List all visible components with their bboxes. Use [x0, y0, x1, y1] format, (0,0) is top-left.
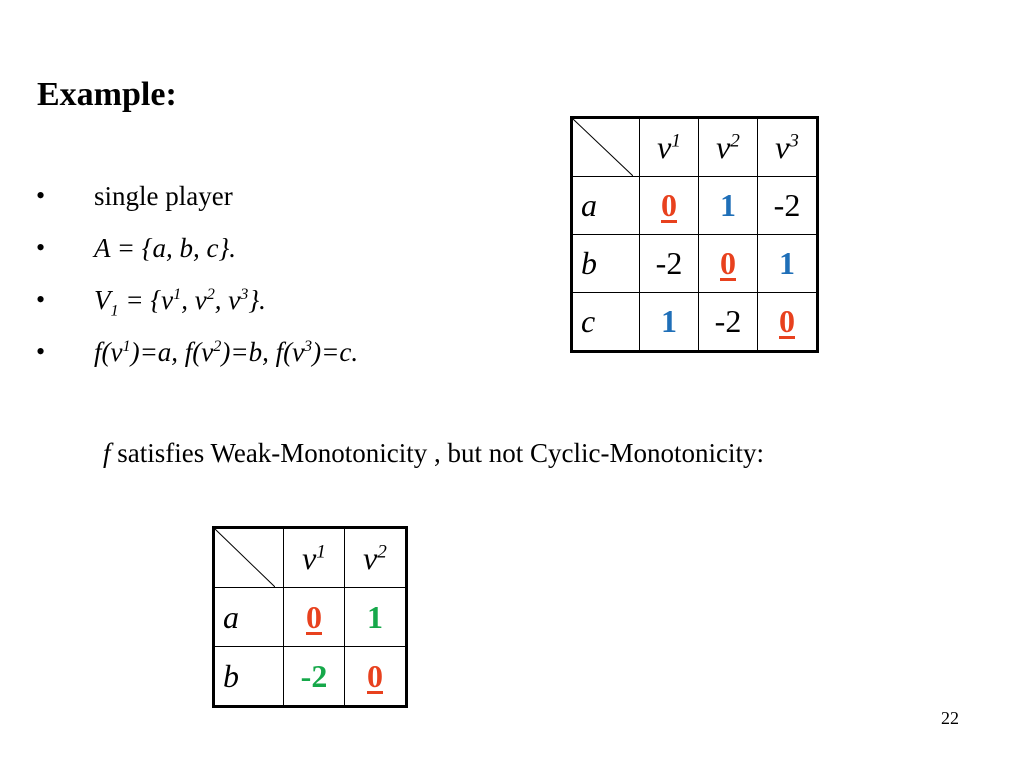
bullet-text: f(v1)=a, f(v2)=b, f(v3)=c.: [94, 332, 358, 372]
column-header: v2: [698, 117, 758, 177]
valuation-table-2x2: v1 v2 a 0 1 b -2 0: [212, 526, 408, 708]
row-label: a: [213, 587, 284, 647]
table-cell: 0: [639, 176, 699, 235]
text-part: )=b, f(v: [221, 337, 305, 367]
bullet-dot: •: [36, 337, 46, 366]
row-label: b: [213, 646, 284, 707]
text-part: )=c.: [312, 337, 359, 367]
bullet-dot: •: [36, 285, 46, 314]
text-part: , v: [214, 285, 241, 315]
bullet-text: V1 = {v1, v2, v3}.: [94, 280, 266, 320]
column-header: v2: [344, 527, 407, 588]
page-number: 22: [941, 708, 959, 728]
table-row: a 0 1 -2: [571, 176, 818, 235]
row-label: b: [571, 234, 640, 293]
table-cell: 0: [283, 587, 345, 647]
slide-title: Example:: [37, 76, 177, 113]
superscript: 1: [173, 285, 182, 303]
monotonicity-statement: f satisfies Weak-Monotonicity , but not …: [103, 438, 764, 469]
v-symbol: V: [94, 285, 111, 315]
table-row: c 1 -2 0: [571, 292, 818, 352]
column-header: v1: [639, 117, 699, 177]
table-cell: 0: [757, 292, 818, 352]
text-part: , v: [181, 285, 207, 315]
table-cell: -2: [639, 234, 699, 293]
table-cell: 0: [344, 646, 407, 707]
text-part: }.: [248, 285, 266, 315]
valuation-table-3x3: v1 v2 v3 a 0 1 -2 b -2 0 1 c 1 -2 0: [570, 116, 819, 353]
table-cell: -2: [757, 176, 818, 235]
bullet-dot: •: [36, 181, 46, 210]
table-cell: 1: [639, 292, 699, 352]
superscript: 1: [122, 337, 131, 355]
table-row: b -2 0: [213, 646, 407, 707]
corner-cell: [213, 527, 284, 588]
function-symbol: f: [103, 438, 111, 468]
statement-text: satisfies Weak-Monotonicity , but not Cy…: [110, 438, 765, 468]
bullet-text: A = {a, b, c}.: [94, 233, 237, 263]
row-label: a: [571, 176, 640, 235]
table-cell: 1: [698, 176, 758, 235]
row-label: c: [571, 292, 640, 352]
text-part: f(v: [94, 337, 123, 367]
table-cell: 0: [698, 234, 758, 293]
table-cell: 1: [344, 587, 407, 647]
text-part: )=a, f(v: [130, 337, 214, 367]
table-cell: 1: [757, 234, 818, 293]
superscript: 3: [240, 285, 249, 303]
corner-cell: [571, 117, 640, 177]
diagonal-line-icon: [573, 119, 633, 176]
text-part: = {v: [118, 285, 174, 315]
table-row: b -2 0 1: [571, 234, 818, 293]
table-cell: -2: [283, 646, 345, 707]
column-header: v3: [757, 117, 818, 177]
v-subscript: 1: [110, 301, 119, 320]
superscript: 2: [213, 337, 222, 355]
table-cell: -2: [698, 292, 758, 352]
superscript: 3: [304, 337, 313, 355]
column-header: v1: [283, 527, 345, 588]
bullet-text: single player: [94, 181, 233, 211]
superscript: 2: [206, 285, 215, 303]
diagonal-line-icon: [215, 529, 275, 587]
table-row: a 0 1: [213, 587, 407, 647]
bullet-dot: •: [36, 233, 46, 262]
